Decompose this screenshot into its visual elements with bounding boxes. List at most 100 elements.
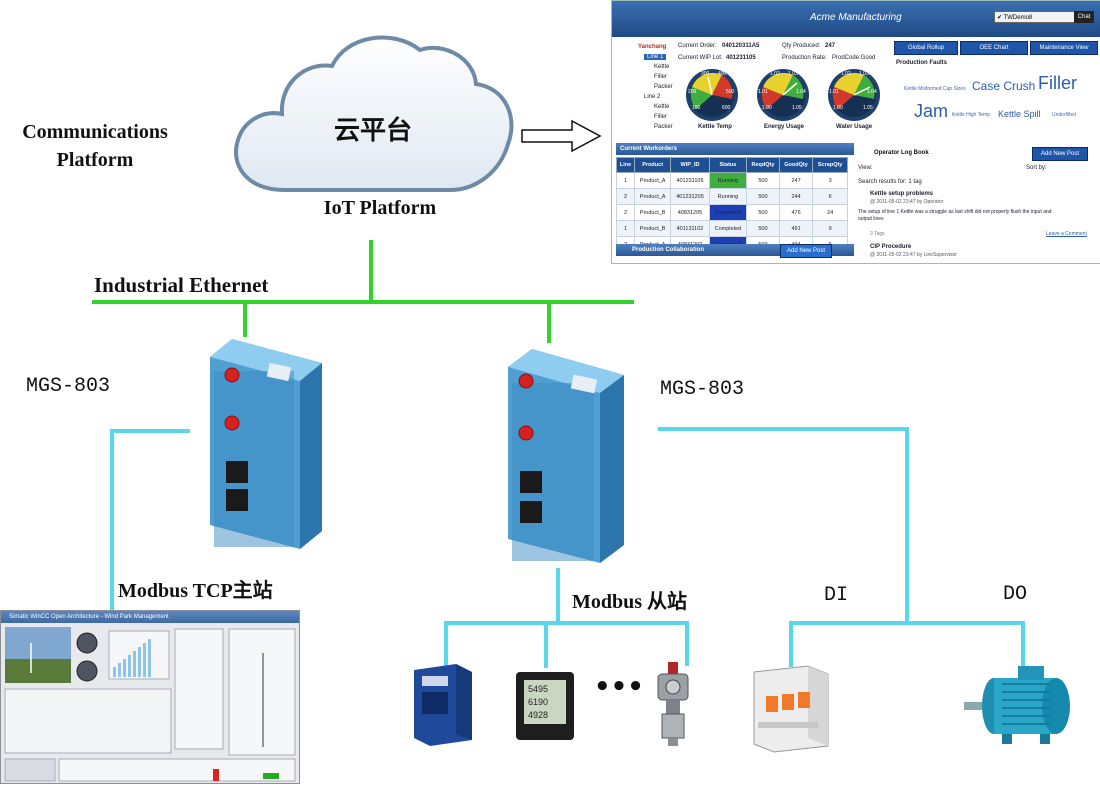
log-view-label: View: [858,165,873,171]
tree-line2-item[interactable]: Filler [654,114,667,120]
table-row[interactable]: 2 Product_A 401231205 Running 500 244 6 [615,188,848,205]
post1-meta: @ 2011-05-02 23:47 by Operator [870,199,944,205]
tree-line1-item[interactable]: Filler [654,74,667,80]
column-header[interactable]: WIP_ID [670,157,710,173]
current-order-label: Current Order: [678,43,717,49]
qty-value: 247 [825,43,836,49]
gauge-energy-usage [757,69,809,121]
tree-line1[interactable]: Line 1 [644,54,667,60]
cell: 500 [746,220,780,237]
column-header[interactable]: ReqdQty [746,157,780,173]
cell: 9 [812,220,848,237]
tree-line1-item[interactable]: Packer [654,84,673,90]
chat-button[interactable]: Chat [1074,11,1094,23]
di-label: DI [824,584,849,607]
cell: 6 [812,188,848,205]
iot-dashboard-screenshot: Acme Manufacturing ✔ TWDemo8 Chat Yancha… [611,0,1100,264]
fault-term: Case Crush [972,79,1036,93]
status-badge: Running [708,188,748,205]
tree-line2[interactable]: Line 2 [644,94,661,100]
gauge-tick: 1.03 [788,71,798,77]
power-meter-icon: 5495 6190 4928 [516,672,574,740]
arrow-icon [521,119,602,153]
column-header[interactable]: Product [634,157,672,173]
cloud-title: 云平台 [333,116,412,146]
inverter-icon [414,664,472,746]
post2-meta: @ 2011-05-02 23:47 by LineSupervisor [870,252,957,258]
communications-line2: Platform [56,149,134,171]
cell: 401231105 [670,172,710,189]
meter-digits-3: 4928 [528,710,548,720]
do-label: DO [1003,583,1028,606]
scada-screenshot: Simatic WinCC Open Architecture - Wind P… [0,610,300,784]
fault-term: Kettle Spill [998,109,1041,119]
post1-tags[interactable]: 3 Tags [870,231,885,237]
scada-panels [4,627,296,782]
table-row[interactable]: 2 Product_B 40831205 Completed 500 476 2… [615,204,848,221]
wip-label: Current WIP Lot: [678,55,723,61]
gauge-tick: 1.05 [863,105,873,111]
current-order-value: 040120311A5 [722,43,760,49]
tree-root[interactable]: Yanchang [638,44,667,50]
sensor-icon [657,662,689,746]
iot-platform-label: IoT Platform [323,197,437,219]
cell: Product_B [634,204,672,221]
gauge-tick: 1.01 [758,89,768,95]
column-header[interactable]: ScrapQty [812,157,848,173]
cell: 244 [778,188,814,205]
table-header-row: Line Product WIP_ID Status ReqdQty GoodQ… [615,157,848,173]
status-badge: Running [708,172,748,189]
gauge-label-water: Water Usage [836,124,873,130]
tree-line2-item[interactable]: Kettle [654,104,670,110]
maintenance-view-button[interactable]: Maintenance View [1030,41,1098,55]
cell: 24 [812,204,848,221]
add-post-button[interactable]: Add New Post [780,244,832,258]
column-header[interactable]: Status [708,157,748,173]
table-row[interactable]: 1 Product_B 401131102 Completed 500 491 … [615,220,848,237]
gauge-tick: 400 [718,71,727,77]
workorders-header: Current Workorders [616,143,854,155]
cell: 1 [615,172,636,189]
cell: 500 [746,172,780,189]
gauge-tick: 300 [701,71,710,77]
meter-digits-1: 5495 [528,684,548,694]
table-row[interactable]: 1 Product_A 401231105 Running 500 247 3 [615,172,848,189]
rate-value: ProdCode:Good [832,55,876,61]
gateway-left-label: MGS-803 [26,375,111,398]
cell: Product_A [634,172,672,189]
gauge-kettle-temp [686,69,738,121]
column-header[interactable]: GoodQty [778,157,814,173]
post2-title[interactable]: CIP Procedure [870,244,912,250]
rate-label: Production Rate: [782,55,827,61]
gauge-tick: 1.02 [770,71,780,77]
tree-line1-item[interactable]: Kettle [654,64,670,70]
log-search-text: Search results for: 1 tag [858,179,922,185]
leave-comment-link[interactable]: Leave a Comment [1046,231,1087,237]
gateway-right-device [508,349,624,563]
post1-title[interactable]: Kettle setup problems [870,191,934,197]
gauge-tick: 600 [722,105,731,111]
collaboration-title: Production Collaboration [632,247,704,253]
oee-chart-button[interactable]: OEE Chart [960,41,1028,55]
gauge-tick: 200 [688,89,697,95]
cell: 2 [615,188,636,205]
communications-line1: Communications [22,121,168,143]
tree-line2-item[interactable]: Packer [654,124,673,130]
workorders-table: Line Product WIP_ID Status ReqdQty GoodQ… [615,157,848,253]
gauges [686,69,880,121]
column-header[interactable]: Line [615,157,636,173]
post1-body: The setup of line 1 Kettle was a struggl… [858,209,1052,215]
gauge-tick: 1.05 [792,105,802,111]
global-rollup-button[interactable]: Global Rollup [894,41,958,55]
dashboard-title: Acme Manufacturing [810,12,902,23]
log-sort-label: Sort by: [1026,165,1047,171]
modbus-tcp-master-label: Modbus TCP主站 [118,580,273,602]
log-add-post-button[interactable]: Add New Post [1032,147,1088,161]
user-select[interactable]: ✔ TWDemo8 [994,11,1078,23]
qty-label: Qty Produced: [782,43,821,49]
cell: 3 [812,172,848,189]
line-left-gateway-to-master [110,429,190,612]
cell: 1 [615,220,636,237]
cell: 500 [746,188,780,205]
